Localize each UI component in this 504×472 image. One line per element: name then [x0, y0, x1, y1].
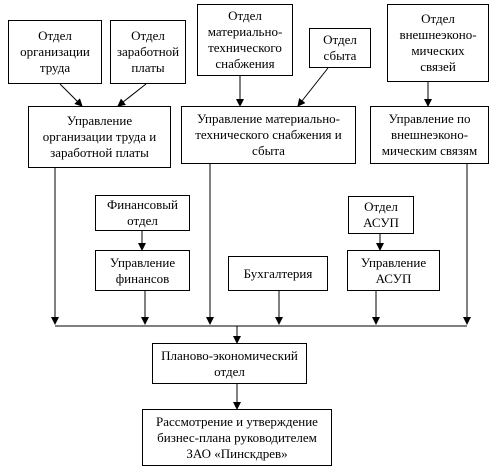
upr-asup-box: Управление АСУП — [347, 250, 440, 291]
otdel-zarplaty-box: Отдел заработной платы — [110, 20, 186, 84]
arrow-sbyta-to-upr-mts — [297, 67, 329, 107]
peo-box: Планово-экономический отдел — [152, 343, 307, 384]
fin-otdel-box: Финансовый отдел — [95, 195, 190, 231]
upr-otz-box: Управление организации труда и заработно… — [28, 106, 171, 168]
otdel-ves-box: Отдел внешнеэконо- мических связей — [387, 4, 489, 82]
otdel-sbyta-box: Отдел сбыта — [309, 28, 371, 68]
upr-ves-box: Управление по внешнеэконо- мическим связ… — [370, 106, 489, 164]
upr-mts-box: Управление материально- технического сна… — [181, 106, 356, 164]
rassmotrenie-box: Рассмотрение и утверждение бизнес-плана … — [142, 409, 332, 466]
buhgalteria-box: Бухгалтерия — [228, 256, 328, 291]
arrow-zarplaty-to-upr-otz — [117, 83, 147, 107]
upr-finansov-box: Управление финансов — [95, 250, 190, 291]
arrow-org-truda-to-upr-otz — [59, 83, 83, 107]
otdel-mts-box: Отдел материально- технического снабжени… — [197, 4, 293, 76]
otdel-org-truda-box: Отдел организации труда — [8, 20, 102, 84]
otdel-asup-box: Отдел АСУП — [348, 196, 414, 234]
